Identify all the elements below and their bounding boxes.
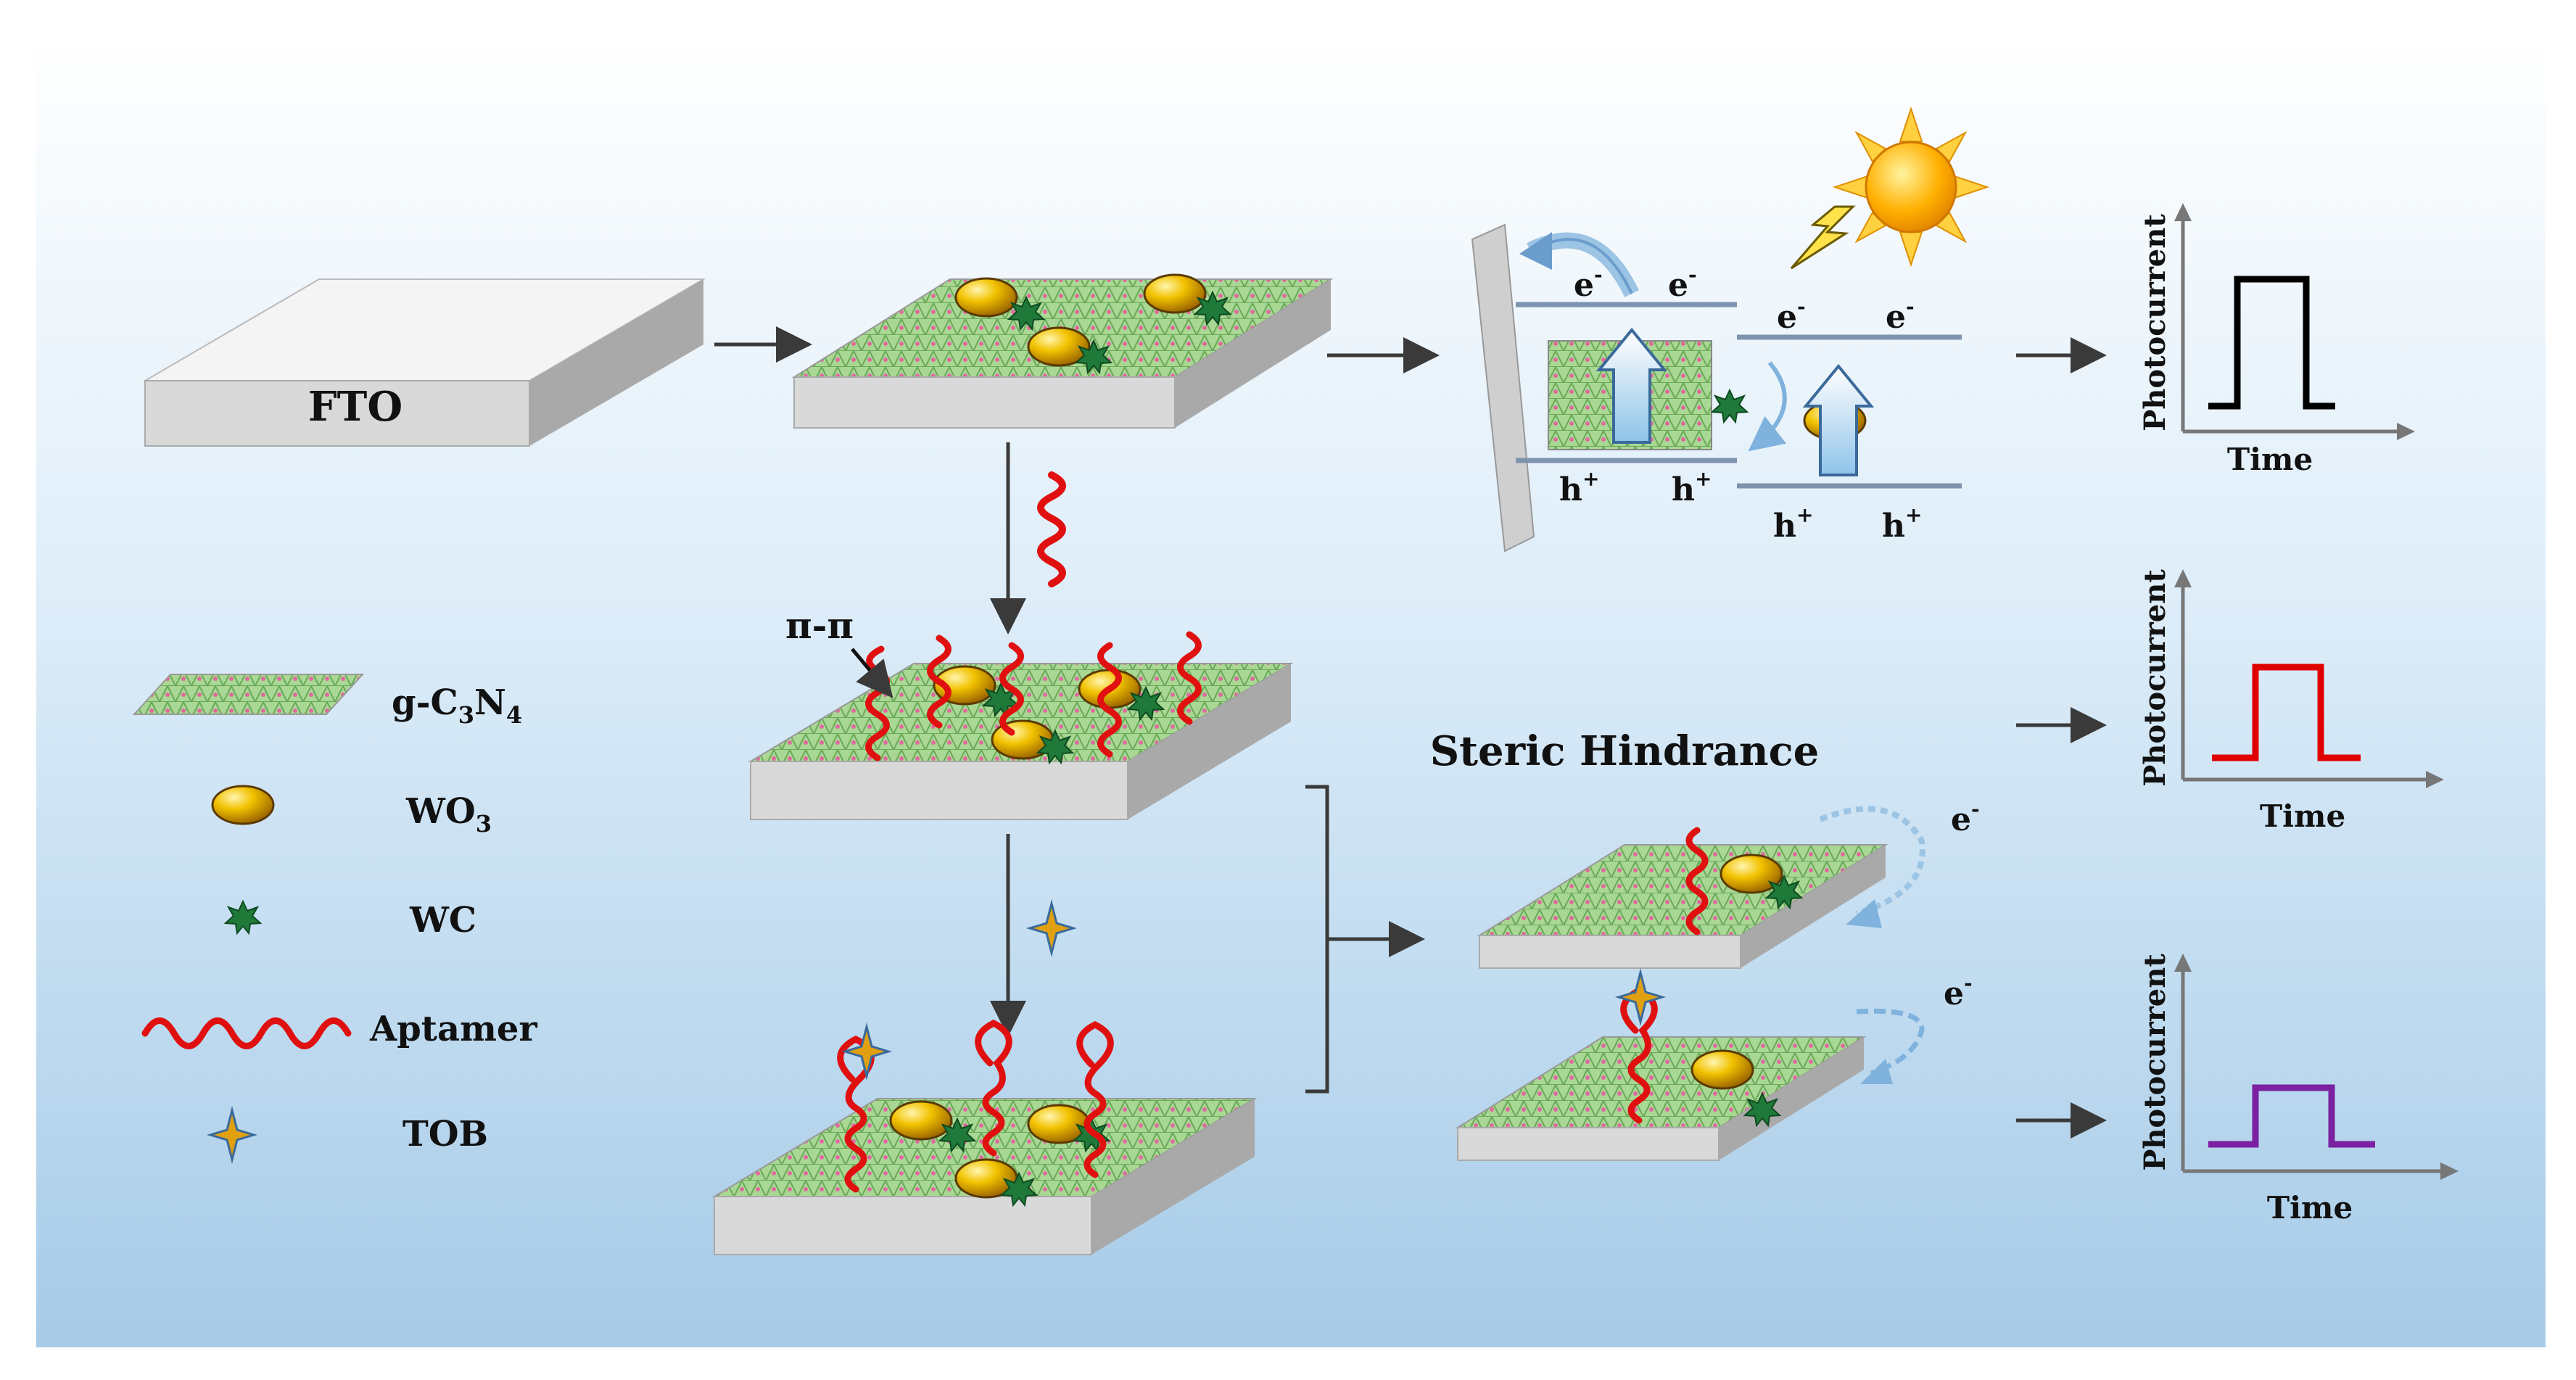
wo3-particle [889,1100,953,1141]
tob-bound-electrode [711,1019,1258,1255]
modified-electrode [791,273,1334,429]
band-diagram: e- e- e- e- h+ h+ h+ h+ [1471,223,1962,553]
y-axis-label: Photocurrent [2138,214,2172,431]
legend: g-C3N4 WO3 WC Aptamer TOB [132,674,537,1161]
photocurrent-trace [2208,276,2335,410]
e-label: e- [1944,971,1973,1012]
fto-label: FTO [308,383,402,431]
svg-text:Aptamer: Aptamer [369,1009,537,1049]
h-label: h+ [1773,503,1813,545]
y-axis-label: Photocurrent [2138,954,2172,1171]
steric-electrode-aptamer: e- [1477,797,1980,969]
x-axis-label: Time [2267,1190,2353,1226]
svg-text:TOB: TOB [402,1114,488,1154]
lightning-icon [1790,205,1856,270]
wo3-particle [1143,273,1207,314]
photocurrent-trace [2208,1084,2375,1148]
e-label: e- [1574,263,1603,304]
photocurrent-trace [2212,664,2361,761]
pi-pi-label: π-π [785,604,854,647]
e-label: e- [1668,263,1697,304]
sun-icon [1832,106,1990,268]
steric-hindrance-title: Steric Hindrance [1430,727,1820,775]
svg-text:WO3: WO3 [405,791,492,838]
legend-item-wo3: WO3 [211,785,492,838]
x-axis-label: Time [2227,442,2313,477]
h-label: h+ [1559,467,1599,508]
legend-item-gc3n4: g-C3N4 [132,674,522,729]
e-label: e- [1951,797,1980,838]
x-axis-label: Time [2260,798,2345,834]
photocurrent-plot-2: Photocurrent Time [2138,569,2444,834]
h-label: h+ [1882,503,1922,545]
legend-item-aptamer: Aptamer [141,1009,537,1049]
legend-item-tob: TOB [209,1109,488,1161]
aptamer-electrode: π-π [748,604,1294,820]
legend-item-wc: WC [225,900,476,941]
photocurrent-plot-1: Photocurrent Time [2138,203,2415,477]
wo3-particle [1690,1049,1754,1090]
y-axis-label: Photocurrent [2138,569,2172,787]
svg-text:WC: WC [409,900,476,941]
h-label: h+ [1672,467,1712,508]
wo3-particle [211,785,275,825]
e-label: e- [1777,294,1806,336]
svg-text:g-C3N4: g-C3N4 [392,682,522,729]
wo3-particle [954,277,1018,318]
aptamer-squiggle [1037,471,1066,587]
e-label: e- [1886,294,1915,336]
photocurrent-plot-3: Photocurrent Time [2138,954,2459,1226]
steric-electrode-tob: e- [1455,971,1973,1161]
fto-substrate: FTO [142,278,706,447]
